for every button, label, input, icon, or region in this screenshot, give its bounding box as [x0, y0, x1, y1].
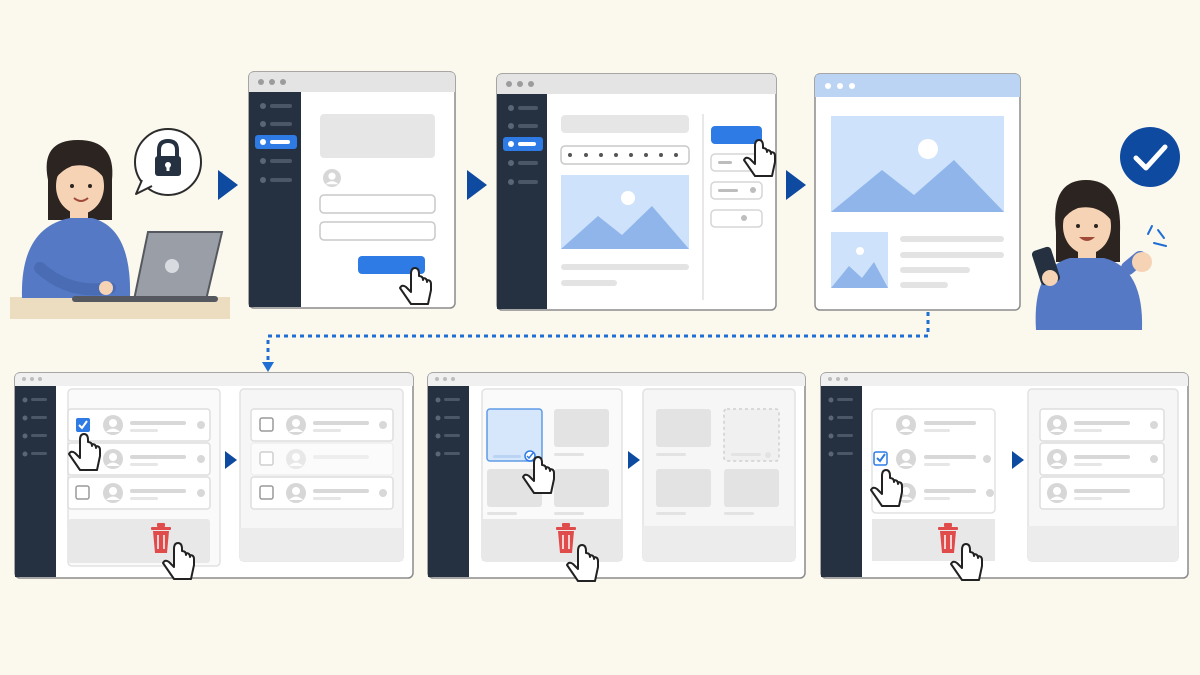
content-view-window — [814, 73, 1021, 311]
happy-user-illustration — [1031, 180, 1167, 330]
grid-tile[interactable] — [724, 469, 779, 507]
password-input[interactable] — [319, 221, 436, 241]
content-select-window — [496, 73, 777, 311]
grid-tile[interactable] — [656, 469, 711, 507]
login-window — [248, 71, 456, 309]
delete-list-panel — [14, 372, 414, 580]
username-input[interactable] — [319, 194, 436, 214]
image-placeholder-icon — [831, 116, 1004, 212]
sidebar — [15, 386, 56, 577]
triangle-right-icon — [225, 451, 237, 469]
select-button[interactable] — [711, 126, 762, 144]
checkbox[interactable] — [75, 485, 90, 500]
sidebar — [249, 92, 301, 307]
sidebar — [821, 386, 862, 577]
avatar — [103, 449, 123, 469]
security-speech-bubble — [134, 128, 202, 196]
avatar — [103, 415, 123, 435]
delete-grid-panel — [427, 372, 806, 582]
grid-tile[interactable] — [554, 469, 609, 507]
grid-tile-deleted — [723, 408, 780, 462]
triangle-right-icon — [786, 170, 806, 200]
form-header-placeholder — [320, 114, 435, 158]
connector-arrowhead — [262, 362, 274, 372]
sidebar — [497, 94, 547, 309]
user-at-laptop-illustration — [10, 140, 230, 319]
grid-tile[interactable] — [656, 409, 711, 447]
triangle-right-icon — [218, 170, 238, 200]
option-item[interactable] — [710, 209, 763, 228]
avatar — [103, 483, 123, 503]
lock-icon — [155, 138, 181, 176]
avatar — [896, 449, 916, 469]
login-button[interactable] — [358, 256, 425, 274]
triangle-right-icon — [467, 170, 487, 200]
image-placeholder-icon — [831, 232, 888, 288]
progress-steps — [560, 145, 690, 165]
sidebar — [428, 386, 469, 577]
triangle-right-icon — [1012, 451, 1024, 469]
delete-list-alt-panel — [820, 372, 1189, 581]
image-placeholder-icon — [561, 175, 689, 249]
grid-tile[interactable] — [554, 409, 609, 447]
avatar — [896, 415, 916, 435]
checkbox-checked[interactable] — [873, 451, 888, 466]
checkmark-circle-icon — [1120, 127, 1180, 187]
delete-action-bar[interactable] — [482, 519, 622, 561]
triangle-right-icon — [628, 451, 640, 469]
grid-tile-selected[interactable] — [486, 408, 543, 462]
user-avatar-icon — [323, 169, 341, 187]
flow-connector — [266, 312, 930, 366]
